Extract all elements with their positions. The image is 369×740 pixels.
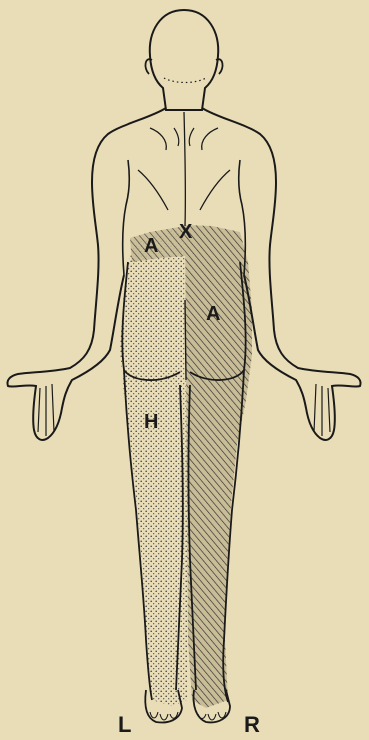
label-side-right: R: [244, 712, 260, 737]
label-side-left: L: [118, 712, 131, 737]
buttock-crease: [185, 300, 186, 380]
label-a-right: A: [206, 303, 220, 325]
label-a-upper: A: [144, 235, 158, 257]
label-h-left: H: [144, 411, 158, 433]
label-x-mark: X: [179, 221, 193, 243]
